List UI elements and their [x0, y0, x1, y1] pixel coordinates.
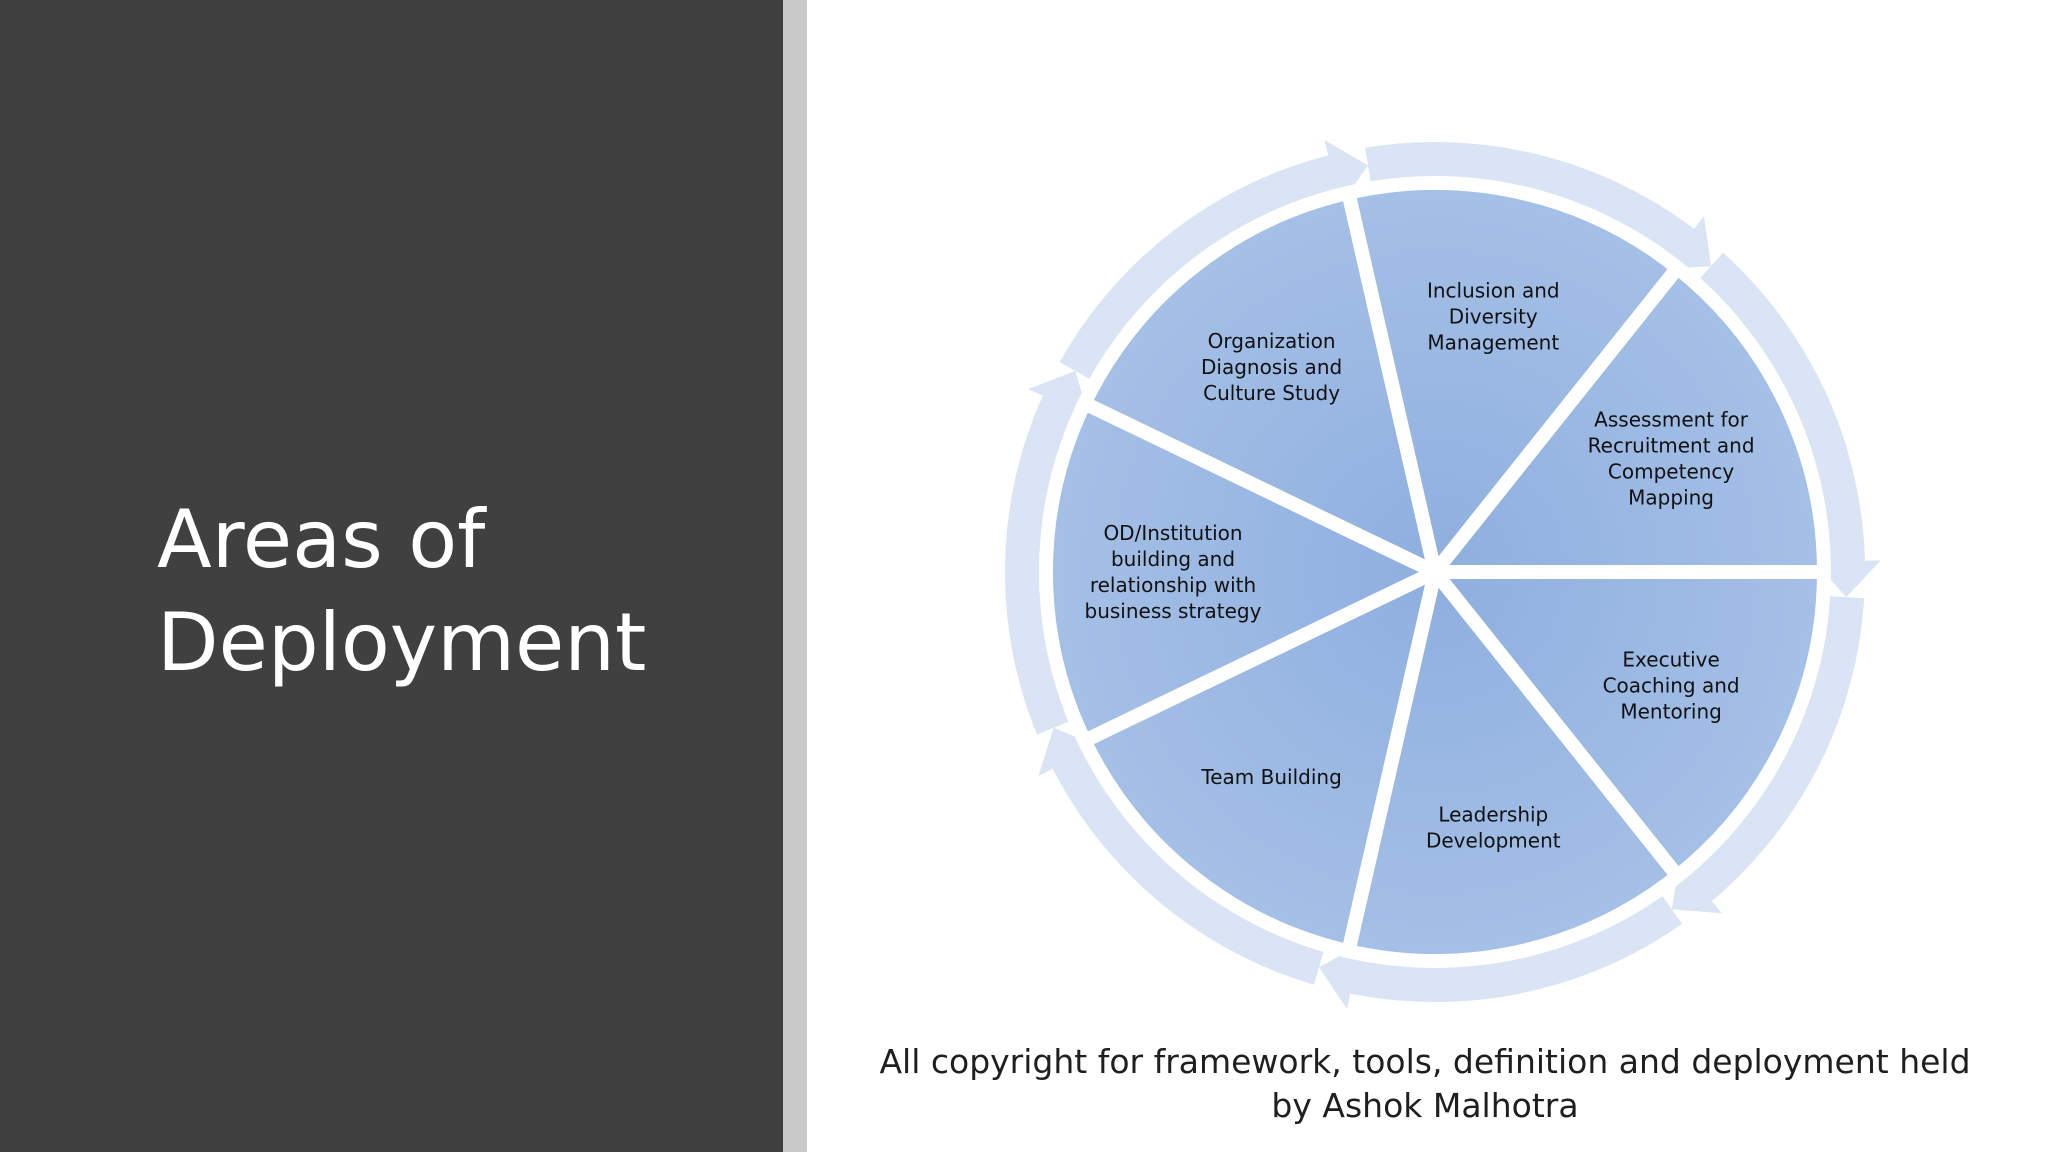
cycle-arrow — [1699, 252, 1881, 598]
cycle-segment — [1428, 565, 1831, 884]
cycle-segment-label-line: Leadership — [1438, 802, 1548, 826]
left-title-panel — [0, 0, 783, 1152]
cycle-segment-label-line: Competency — [1608, 459, 1735, 483]
cycle-arrow — [1319, 894, 1683, 1010]
cycle-segment-label-line: Diagnosis and — [1201, 355, 1342, 379]
cycle-segment-label-line: relationship with — [1090, 573, 1256, 597]
panel-divider — [783, 0, 807, 1152]
cycle-segment — [1341, 176, 1685, 579]
cycle-segment — [1428, 260, 1831, 579]
cycle-segment-label-line: Assessment for — [1594, 407, 1749, 431]
cycle-segment-label-line: Inclusion and — [1427, 279, 1560, 303]
cycle-segment-label-line: Mapping — [1628, 485, 1714, 509]
cycle-segment-label-line: Mentoring — [1620, 700, 1721, 724]
cycle-segment-label-line: Team Building — [1200, 765, 1341, 789]
cycle-segment-label-line: Recruitment and — [1588, 433, 1755, 457]
cycle-segment-label-line: Development — [1426, 828, 1561, 852]
cycle-segment-label-line: business strategy — [1085, 599, 1262, 623]
cycle-segment-label-line: Organization — [1208, 329, 1336, 353]
cycle-segment-label-line: Management — [1427, 331, 1559, 355]
cycle-segment-label: Team Building — [1200, 765, 1341, 789]
cycle-segment — [1077, 185, 1442, 579]
copyright-line-2: by Ashok Malhotra — [1271, 1086, 1579, 1125]
slide-title: Areas of Deployment — [157, 488, 737, 694]
cycle-segment-label-line: building and — [1111, 547, 1235, 571]
cycle-arrow — [1038, 727, 1324, 985]
cycle-arrow — [1365, 141, 1712, 269]
cycle-segment-label-line: OD/Institution — [1103, 521, 1242, 545]
copyright-line-1: All copyright for framework, tools, defi… — [879, 1042, 1971, 1081]
cycle-segment — [1077, 565, 1442, 959]
cycle-arrow — [1004, 370, 1089, 735]
slide-title-line-1: Areas of — [157, 493, 486, 586]
copyright-note: All copyright for framework, tools, defi… — [860, 1040, 1990, 1128]
cycle-segment — [1038, 396, 1442, 748]
cycle-segment — [1341, 565, 1685, 968]
cycle-arrow — [1059, 139, 1368, 380]
cycle-segment-label-line: Diversity — [1449, 305, 1538, 329]
cycle-segments — [1038, 176, 1831, 968]
cycle-segment-label-line: Culture Study — [1203, 381, 1340, 405]
cycle-segment-label-line: Coaching and — [1603, 674, 1740, 698]
slide-title-line-2: Deployment — [157, 596, 647, 689]
cycle-segment-label-line: Executive — [1622, 648, 1719, 672]
